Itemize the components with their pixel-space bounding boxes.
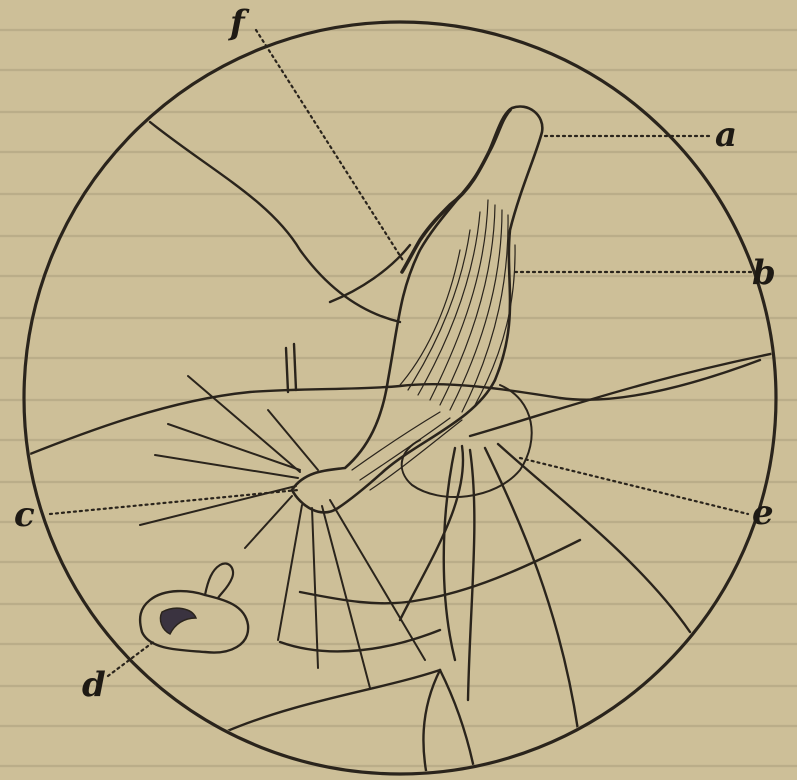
oil-drop-body [140,563,248,652]
page-background-texture [0,30,797,766]
label-f: f [228,3,250,43]
crystal-needles [140,376,425,688]
leader-f [256,30,404,262]
label-b: b [752,253,776,293]
label-e: e [752,493,774,533]
leader-e [520,458,748,514]
leader-c [50,490,298,514]
label-a: a [715,115,737,155]
label-d: d [82,665,106,705]
cell-wall-lines [20,122,790,780]
field-of-view-circle [24,22,776,774]
label-c: c [14,495,35,535]
